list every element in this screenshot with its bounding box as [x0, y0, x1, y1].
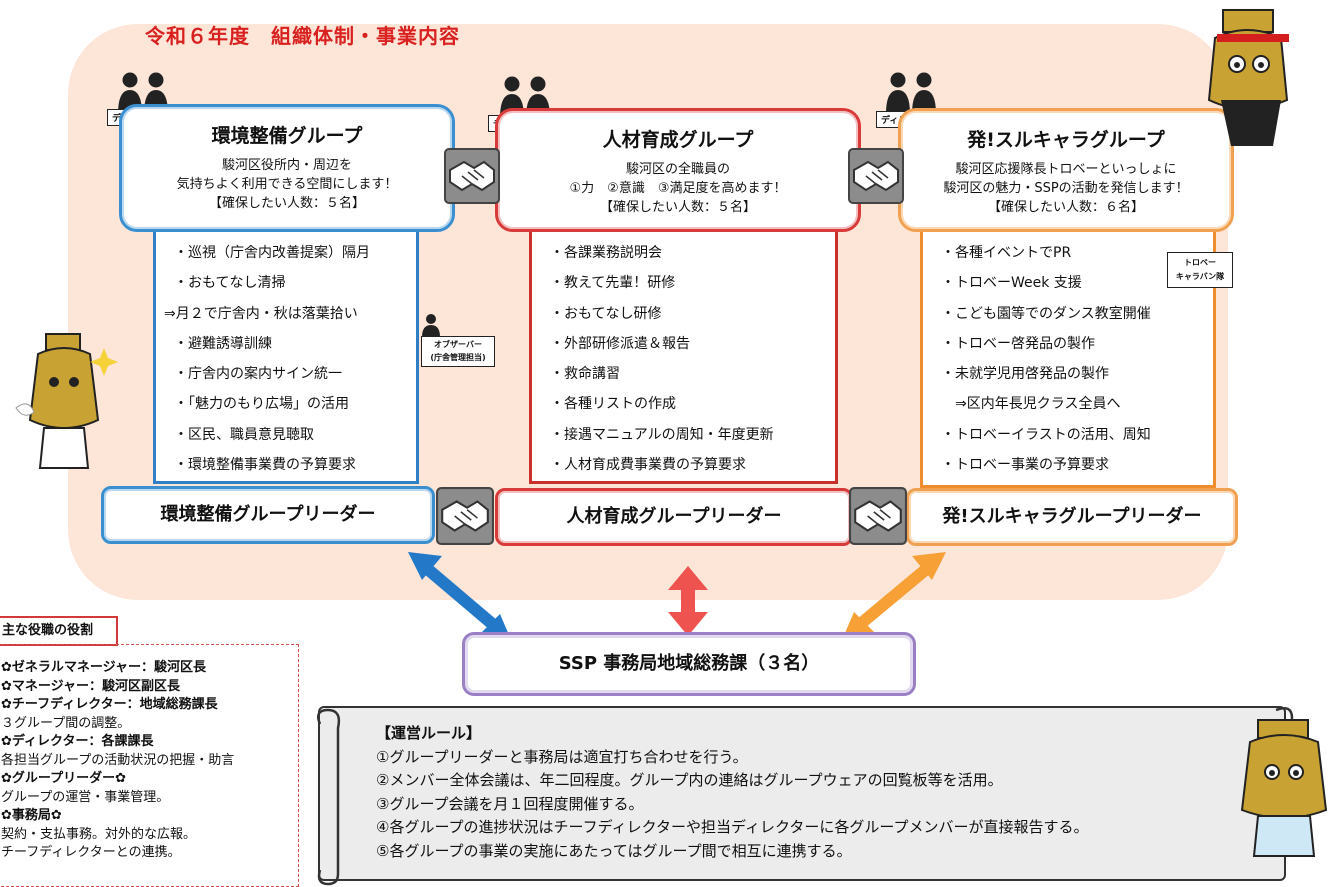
torobe-mascot-praying-icon — [1240, 719, 1328, 857]
group-name: 人材育成グループ — [602, 129, 754, 151]
task-item: ・環境整備事業費の予算要求 — [174, 457, 356, 474]
role-line: ✿マネージャー：駿河区副区長 — [1, 678, 180, 694]
task-item: ・人材育成費事業費の予算要求 — [550, 457, 746, 474]
task-item: ・こども園等でのダンス教室開催 — [941, 305, 1151, 322]
group-quota: 【確保したい人数：５名】 — [208, 196, 365, 211]
task-item: ・教えて先輩！研修 — [550, 275, 676, 292]
task-item: ⇒月２で庁舎内・秋は落葉拾い — [164, 305, 358, 322]
observer-label: オブザーバー (庁舎管理担当) — [421, 336, 495, 367]
task-item: ・「魅力のもり広場」の活用 — [174, 396, 349, 413]
task-item: ・トロベーイラストの活用、周知 — [941, 426, 1151, 443]
task-item: ・庁舎内の案内サイン統一 — [174, 366, 342, 383]
role-line: グループの運営・事業管理。 — [1, 789, 170, 805]
observer-person-icon — [422, 314, 440, 337]
rule-item: ①グループリーダーと事務局は適宜打ち合わせを行う。 — [376, 747, 748, 766]
task-item: ・救命講習 — [550, 366, 620, 383]
role-line: チーフディレクターとの連携。 — [1, 845, 181, 860]
torobe-mascot-samurai-icon — [1207, 9, 1289, 146]
role-line: ✿事務局✿ — [1, 808, 62, 823]
caravan-line: トロベー — [1184, 258, 1216, 267]
rule-item: ③グループ会議を月１回程度開催する。 — [376, 794, 644, 813]
roles-list: ✿ゼネラルマネージャー：駿河区長 ✿マネージャー：駿河区副区長 ✿チーフディレク… — [0, 644, 299, 887]
handshake-icon — [436, 487, 494, 545]
group-quota: 【確保したい人数：６名】 — [987, 200, 1144, 215]
rule-item: ④各グループの進捗状況はチーフディレクターや担当ディレクターに各グループメンバー… — [376, 818, 1089, 836]
task-item: ・巡視（庁舎内改善提案）隔月 — [174, 245, 370, 261]
roles-heading: 主な役職の役割 — [0, 616, 118, 646]
role-line: 契約・支払事務。対外的な広報。 — [1, 826, 197, 842]
role-line: 各担当グループの活動状況の把握・助言 — [1, 752, 235, 768]
role-line: ３グループ間の調整。 — [1, 715, 131, 731]
role-line: ✿ディレクター：各課課長 — [1, 734, 154, 749]
task-item: ・各種イベントでPR — [941, 245, 1072, 261]
group-name: 環境整備グループ — [211, 125, 363, 147]
rules-heading: 【運営ルール】 — [376, 724, 482, 742]
group-description: 駿河区の魅力・SSPの活動を発信します！ — [943, 181, 1189, 196]
blue-arrow-icon — [408, 552, 512, 642]
role-line: ✿グループリーダー✿ — [1, 771, 127, 786]
orange-arrow-icon — [842, 552, 946, 640]
group-tasks-kankyo: ・巡視（庁舎内改善提案）隔月 ・おもてなし清掃 ⇒月２で庁舎内・秋は落葉拾い ・… — [153, 232, 419, 484]
observer-title: オブザーバー — [434, 340, 482, 349]
handshake-icon — [848, 148, 904, 204]
task-item: ・未就学児用啓発品の製作 — [941, 366, 1109, 383]
role-line: ✿ゼネラルマネージャー：駿河区長 — [1, 660, 206, 675]
group-description: 駿河区の全職員の — [625, 162, 730, 177]
group-quota: 【確保したい人数：５名】 — [599, 200, 756, 215]
leader-box-surukyara: 発!スルキャラグループリーダー — [906, 488, 1238, 546]
handshake-icon — [849, 487, 907, 545]
page-title: 令和６年度 組織体制・事業内容 — [145, 24, 460, 48]
leader-box-jinzai: 人材育成グループリーダー — [495, 488, 853, 546]
rule-item: ②メンバー全体会議は、年二回程度。グループ内の連絡はグループウェアの回覧板等を活… — [376, 771, 1003, 789]
task-item: ・おもてなし研修 — [550, 305, 662, 322]
group-tasks-surukyara: ・各種イベントでPR ・トロベーWeek 支援 ・こども園等でのダンス教室開催 … — [920, 232, 1216, 488]
red-arrow-icon — [668, 566, 708, 636]
task-item: ・トロベー事業の予算要求 — [941, 457, 1109, 474]
torobe-caravan-label: トロベー キャラバン隊 — [1167, 252, 1233, 288]
task-item: ・おもてなし清掃 — [174, 275, 286, 292]
leader-box-kankyo: 環境整備グループリーダー — [101, 486, 435, 544]
task-item: ・区民、職員意見聴取 — [174, 426, 314, 443]
task-item: ・外部研修派遣＆報告 — [550, 335, 690, 352]
group-description: ①力 ②意識 ③満足度を高めます！ — [569, 181, 787, 196]
task-item: ・避難誘導訓練 — [174, 335, 272, 352]
group-name: 発!スルキャラグループ — [967, 129, 1165, 151]
torobe-mascot-angel-icon — [15, 333, 118, 469]
group-description: 気持ちよく利用できる空間にします！ — [176, 177, 398, 192]
group-tasks-jinzai: ・各課業務説明会 ・教えて先輩！研修 ・おもてなし研修 ・外部研修派遣＆報告 ・… — [529, 232, 838, 484]
task-item: ・各課業務説明会 — [550, 245, 662, 261]
task-item: ⇒区内年長児クラス全員へ — [941, 396, 1121, 413]
group-header-kankyo: 環境整備グループ 駿河区役所内・周辺を 気持ちよく利用できる空間にします！ 【確… — [119, 104, 455, 232]
role-line: ✿チーフディレクター：地域総務課長 — [1, 697, 218, 712]
group-description: 駿河区役所内・周辺を — [221, 158, 352, 173]
group-header-surukyara: 発!スルキャラグループ 駿河区応援隊長トロベーといっしょに 駿河区の魅力・SSP… — [898, 108, 1234, 232]
task-item: ・各種リストの作成 — [550, 396, 676, 413]
ssp-secretariat-box: SSP 事務局地域総務課（３名） — [462, 632, 916, 696]
rules-scroll-panel — [318, 706, 1286, 881]
operation-rules: 【運営ルール】 ①グループリーダーと事務局は適宜打ち合わせを行う。 ②メンバー全… — [376, 722, 1088, 863]
group-description: 駿河区応援隊長トロベーといっしょに — [955, 162, 1177, 177]
task-item: ・接遇マニュアルの周知・年度更新 — [550, 426, 774, 443]
rule-item: ⑤各グループの事業の実施にあたってはグループ間で相互に連携する。 — [376, 841, 852, 860]
task-item: ・トロベー啓発品の製作 — [941, 335, 1095, 352]
observer-subtitle: (庁舎管理担当) — [430, 353, 486, 362]
task-item: ・トロベーWeek 支援 — [941, 275, 1082, 292]
caravan-line: キャラバン隊 — [1175, 272, 1225, 281]
handshake-icon — [444, 148, 500, 204]
